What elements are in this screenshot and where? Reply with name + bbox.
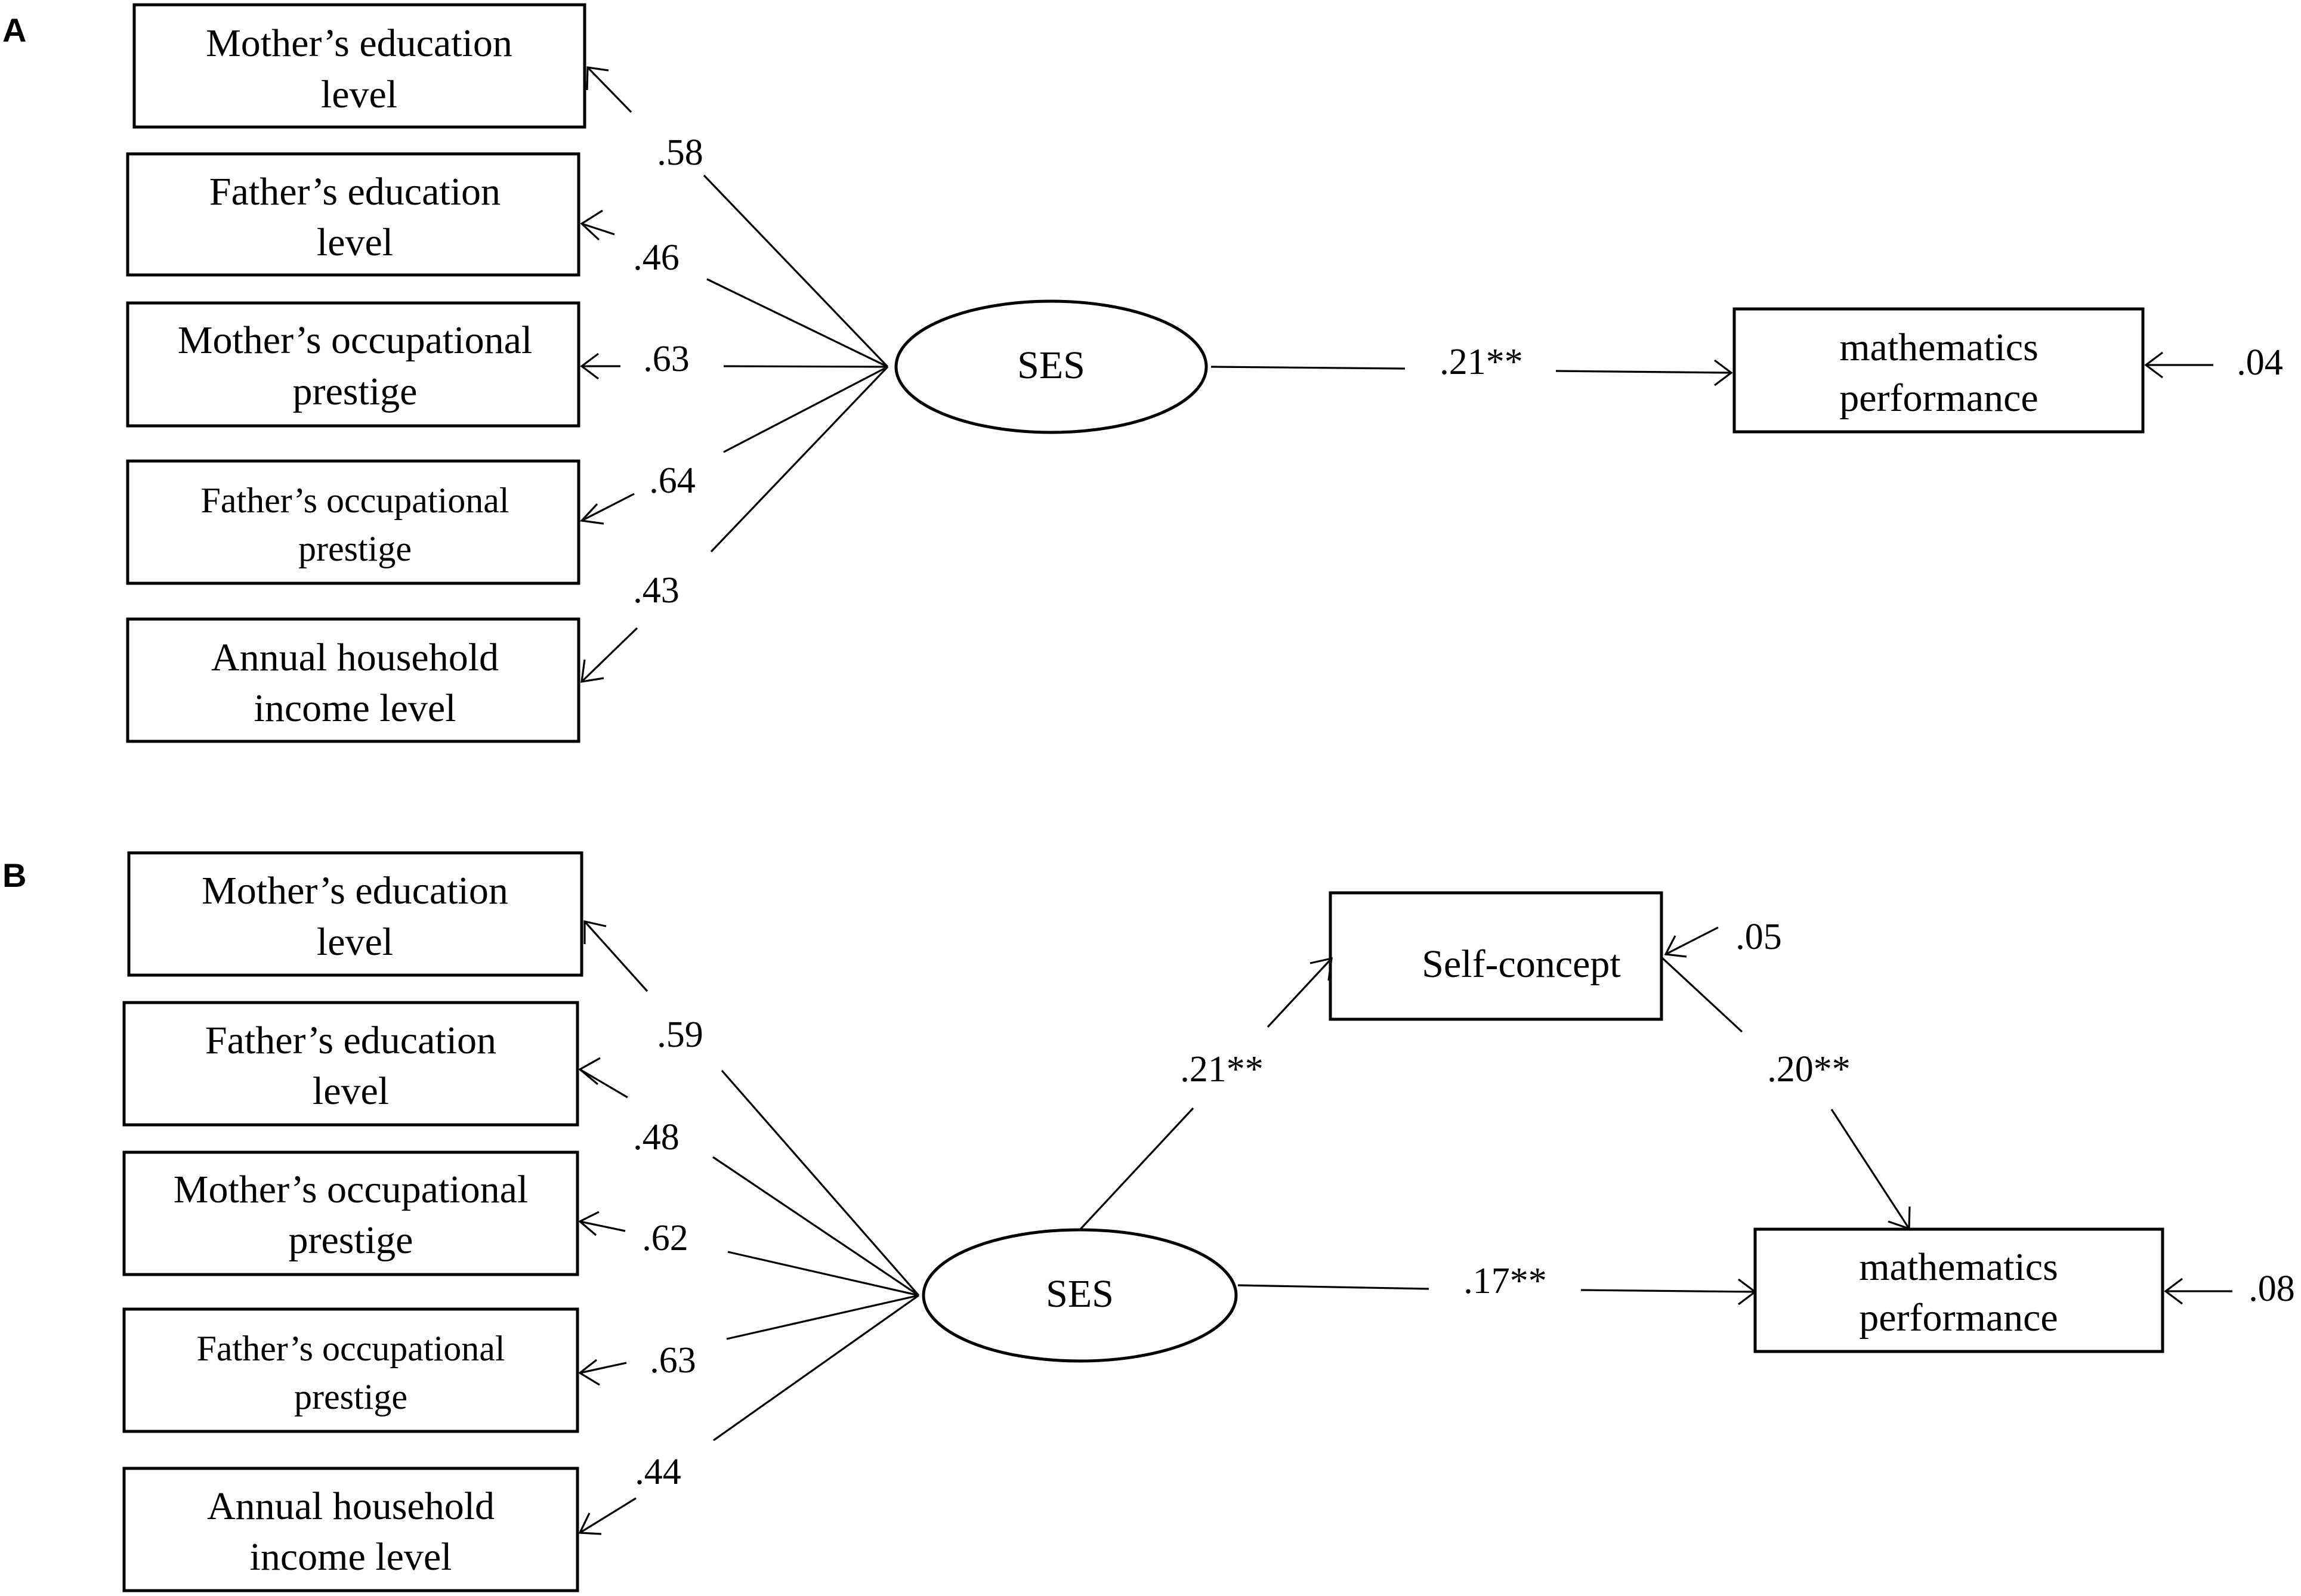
residual-value: .04 <box>2237 342 2283 383</box>
indicator-label-line2: prestige <box>298 529 412 568</box>
indicator-label-line2: level <box>313 1069 389 1113</box>
residual-arrow-self-concept <box>1664 926 1719 958</box>
latent-ses-ellipse: SES <box>922 1228 1238 1363</box>
outcome-label-line1: mathematics <box>1859 1245 2058 1289</box>
mediator-box-self-concept: Self-concept <box>1329 891 1663 1021</box>
indicator-label-line2: prestige <box>293 370 418 413</box>
outcome-box-math-performance: mathematics performance <box>1753 1227 2164 1353</box>
panel-b-label: B <box>2 856 26 894</box>
indicator-box-mother-education: Mother’s education level <box>127 851 583 977</box>
indicator-label-line1: Mother’s education <box>202 869 508 913</box>
loading-label: .63 <box>643 339 690 379</box>
residual-value: .08 <box>2249 1269 2295 1309</box>
path-self-concept-to-math <box>1660 956 1911 1230</box>
outcome-label-line2: performance <box>1839 376 2038 420</box>
residual-arrow-math <box>2164 1278 2232 1305</box>
loading-label: .62 <box>642 1218 688 1258</box>
indicator-label-line2: prestige <box>289 1218 413 1262</box>
indicator-label-line1: Father’s education <box>209 170 501 214</box>
path-ses-to-math <box>1210 359 1733 386</box>
path-coefficient: .21** <box>1440 342 1523 382</box>
residual-value: .05 <box>1735 917 1782 957</box>
indicator-label-line1: Annual household <box>211 636 499 679</box>
indicator-label-line1: Mother’s occupational <box>178 318 532 362</box>
loading-path-household-income <box>580 366 889 683</box>
loading-path-mother-education <box>583 920 920 1297</box>
outcome-label-line2: performance <box>1859 1296 2058 1340</box>
panel-b: B Mother’s education level Father’s educ… <box>2 851 2295 1592</box>
indicator-box-mother-occupation: Mother’s occupational prestige <box>122 1150 579 1276</box>
indicator-label-line1: Father’s occupational <box>200 481 509 520</box>
residual-arrow-math <box>2144 351 2213 379</box>
loading-path-mother-education <box>586 66 889 368</box>
loading-path-father-occupation <box>579 366 888 525</box>
path-coefficient: .17** <box>1463 1261 1547 1301</box>
outcome-label-line1: mathematics <box>1839 326 2039 369</box>
path-ses-to-self-concept <box>1079 957 1333 1231</box>
indicator-box-household-income: Annual household income level <box>122 1467 579 1592</box>
loading-label: .46 <box>633 237 680 278</box>
outcome-box-math-performance: mathematics performance <box>1732 307 2145 434</box>
indicator-label-line1: Mother’s education <box>206 21 512 65</box>
loading-label: .64 <box>649 460 696 501</box>
indicator-label-line2: level <box>321 73 397 116</box>
loading-label: .43 <box>633 570 680 611</box>
loading-path-father-education <box>578 1057 919 1297</box>
loading-label: .48 <box>633 1117 680 1158</box>
indicator-label-line2: income level <box>254 686 456 730</box>
path-coefficient: .20** <box>1767 1049 1851 1090</box>
indicator-label-line2: prestige <box>294 1377 407 1416</box>
indicator-box-household-income: Annual household income level <box>126 617 580 743</box>
indicator-label-line2: level <box>317 221 393 264</box>
latent-label: SES <box>1046 1272 1114 1316</box>
indicator-label-line1: Annual household <box>207 1484 495 1528</box>
indicator-box-father-occupation: Father’s occupational prestige <box>126 459 580 585</box>
loading-label: .58 <box>657 132 703 173</box>
indicator-box-mother-education: Mother’s education level <box>132 3 586 129</box>
panel-a: A Mother’s education level Father’s educ… <box>2 3 2283 743</box>
loading-path-father-occupation <box>578 1294 919 1386</box>
indicator-label-line1: Father’s education <box>205 1019 496 1062</box>
indicator-box-father-education: Father’s education level <box>126 152 580 277</box>
loading-path-household-income <box>578 1294 919 1535</box>
loading-label: .59 <box>657 1014 703 1055</box>
loading-path-mother-occupation <box>580 352 888 380</box>
loading-label: .63 <box>650 1340 696 1381</box>
mediator-label: Self-concept <box>1422 942 1621 986</box>
indicator-label-line1: Father’s occupational <box>196 1329 505 1368</box>
loading-path-mother-occupation <box>578 1211 919 1297</box>
indicator-box-father-education: Father’s education level <box>122 1001 579 1127</box>
indicator-label-line2: level <box>317 920 393 964</box>
path-coefficient: .21** <box>1180 1049 1264 1090</box>
indicator-box-mother-occupation: Mother’s occupational prestige <box>126 301 580 428</box>
latent-label: SES <box>1017 344 1085 387</box>
indicator-box-father-occupation: Father’s occupational prestige <box>122 1307 579 1433</box>
panel-a-label: A <box>2 11 26 49</box>
indicator-label-line2: income level <box>249 1535 452 1579</box>
loading-label: .44 <box>635 1452 681 1492</box>
loading-path-father-education <box>580 209 888 368</box>
indicator-label-line1: Mother’s occupational <box>174 1168 528 1211</box>
latent-ses-ellipse: SES <box>894 299 1208 434</box>
